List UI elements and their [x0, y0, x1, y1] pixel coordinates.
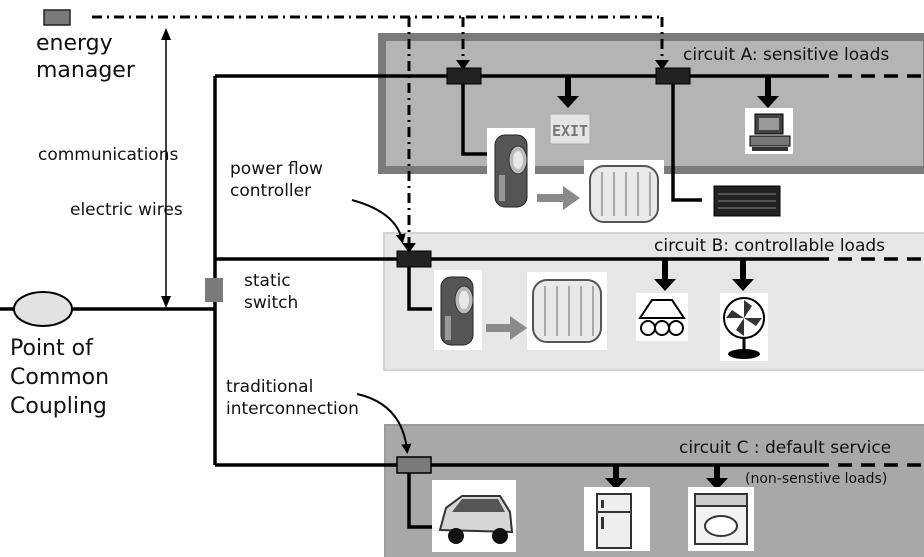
- comm-arrow-a1: [456, 60, 470, 70]
- energy-manager-box: [43, 9, 71, 26]
- communications-label: communications: [38, 145, 179, 165]
- static-switch-label: static switch: [244, 271, 299, 313]
- energy-manager-label: energy manager: [36, 31, 135, 83]
- computer-icon: [745, 108, 793, 154]
- server-rack-icon: [708, 180, 786, 220]
- circuit-a-panel: [378, 33, 924, 174]
- traditional-interconnection-label: traditional interconnection: [226, 377, 359, 419]
- electric-fan-icon: [720, 293, 768, 361]
- oil-radiator-icon: [584, 160, 664, 228]
- power-flow-controller-label: power flow controller: [230, 159, 323, 201]
- interconnect-callout-arrow: [356, 393, 412, 454]
- load-arrow-washer: [706, 465, 728, 490]
- circuit-c-note: (non-senstive loads): [745, 471, 888, 487]
- circuit-a-title: circuit A: sensitive loads: [683, 45, 890, 65]
- communication-lines: [92, 15, 664, 250]
- controller-a2: [655, 67, 691, 85]
- controller-a1: [446, 67, 482, 85]
- space-heater-icon: [487, 128, 535, 213]
- legend-arrow-up: [161, 28, 171, 40]
- wire-continuations: [815, 74, 924, 467]
- circuit-c-title: circuit C : default service: [679, 438, 892, 458]
- heat-transfer-arrow-b: [486, 316, 527, 340]
- load-arrow-fan: [732, 259, 754, 291]
- pfc-callout-arrow: [351, 199, 406, 244]
- comm-arrow-a2: [655, 60, 669, 70]
- load-arrow-computer: [757, 76, 779, 108]
- electric-wires: [72, 74, 815, 529]
- exit-sign-icon: EXIT: [549, 113, 591, 145]
- comm-arrow-b: [402, 243, 416, 253]
- heat-transfer-arrow-a: [537, 186, 580, 210]
- exit-sign-text: EXIT: [552, 122, 588, 140]
- pcc-label: Point of Common Coupling: [10, 336, 110, 419]
- load-arrow-lamp: [654, 259, 676, 291]
- legend-arrow-down: [161, 296, 171, 308]
- static-switch: [205, 278, 223, 302]
- light-fixture-icon: [636, 293, 688, 341]
- load-arrows: [557, 76, 779, 490]
- washing-machine-icon: [688, 487, 754, 551]
- circuit-b-title: circuit B: controllable loads: [654, 236, 886, 256]
- load-arrow-fridge: [605, 465, 627, 490]
- pcc-node: [13, 291, 73, 327]
- electric-car-icon: [432, 480, 516, 552]
- interconnection-box-c: [396, 456, 432, 474]
- space-heater-icon-b: [434, 270, 482, 350]
- controller-b: [396, 250, 432, 268]
- load-arrow-exit: [557, 76, 579, 108]
- refrigerator-icon: [584, 487, 650, 551]
- electric-wires-label: electric wires: [70, 200, 183, 220]
- oil-radiator-icon-b: [527, 272, 607, 350]
